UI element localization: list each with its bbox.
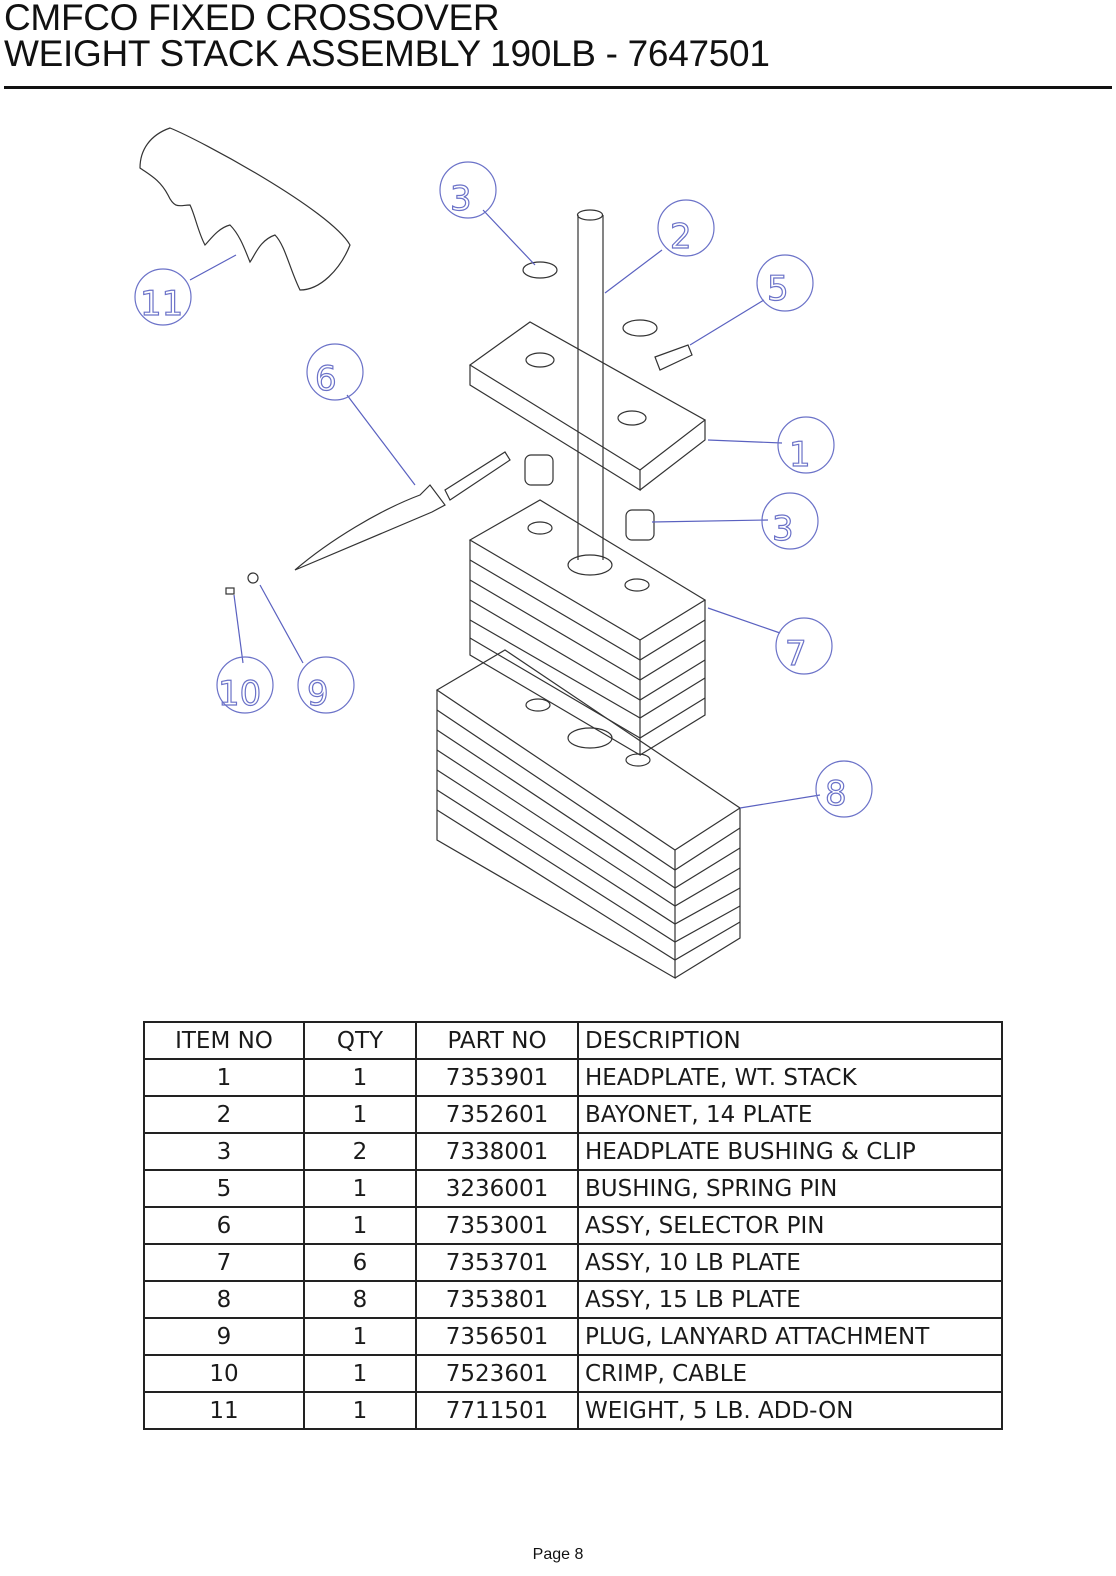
header-item-no: ITEM NO <box>143 1021 305 1060</box>
title-line-2: WEIGHT STACK ASSEMBLY 190LB - 7647501 <box>4 33 770 74</box>
cell-item: 7 <box>143 1243 305 1282</box>
cell-part: 7523601 <box>415 1354 579 1393</box>
cell-qty: 1 <box>303 1206 417 1245</box>
cell-desc: ASSY, 15 LB PLATE <box>577 1280 1003 1319</box>
cell-desc: WEIGHT, 5 LB. ADD-ON <box>577 1391 1003 1430</box>
callout-leaders <box>189 209 821 809</box>
callout-1: 1 <box>789 435 811 475</box>
cell-part: 7353001 <box>415 1206 579 1245</box>
cell-desc: BUSHING, SPRING PIN <box>577 1169 1003 1208</box>
cell-item: 9 <box>143 1317 305 1356</box>
callout-7: 7 <box>785 634 807 674</box>
callout-3-top: 3 <box>450 179 472 219</box>
cell-qty: 1 <box>303 1317 417 1356</box>
callout-11: 11 <box>140 284 183 324</box>
callout-3-bottom: 3 <box>772 509 794 549</box>
cell-item: 11 <box>143 1391 305 1430</box>
callout-5: 5 <box>767 269 789 309</box>
document-title: CMFCO FIXED CROSSOVER WEIGHT STACK ASSEM… <box>4 0 770 72</box>
cell-part: 7353701 <box>415 1243 579 1282</box>
cell-desc: PLUG, LANYARD ATTACHMENT <box>577 1317 1003 1356</box>
cell-desc: CRIMP, CABLE <box>577 1354 1003 1393</box>
cell-desc: ASSY, 10 LB PLATE <box>577 1243 1003 1282</box>
callout-8: 8 <box>825 774 847 814</box>
title-underline <box>4 86 1112 89</box>
page-number: Page 8 <box>532 1546 584 1563</box>
cell-part: 7352601 <box>415 1095 579 1134</box>
cell-part: 7353901 <box>415 1058 579 1097</box>
title-line-1: CMFCO FIXED CROSSOVER <box>4 0 500 38</box>
cell-part: 7711501 <box>415 1391 579 1430</box>
cell-item: 1 <box>143 1058 305 1097</box>
cell-qty: 8 <box>303 1280 417 1319</box>
callout-circles <box>134 161 873 818</box>
cell-qty: 6 <box>303 1243 417 1282</box>
cell-item: 10 <box>143 1354 305 1393</box>
exploded-assembly-diagram: 3 2 5 6 1 3 7 8 9 10 11 <box>134 127 873 980</box>
header-description: DESCRIPTION <box>577 1021 1003 1060</box>
cell-item: 2 <box>143 1095 305 1134</box>
cell-item: 8 <box>143 1280 305 1319</box>
callout-10: 10 <box>218 674 261 714</box>
cell-qty: 1 <box>303 1095 417 1134</box>
cell-item: 3 <box>143 1132 305 1171</box>
cell-item: 5 <box>143 1169 305 1208</box>
table-header-row: ITEM NO QTY PART NO DESCRIPTION <box>143 1021 1003 1060</box>
callout-9: 9 <box>307 674 329 714</box>
cell-desc: BAYONET, 14 PLATE <box>577 1095 1003 1134</box>
header-qty: QTY <box>303 1021 417 1060</box>
cell-desc: ASSY, SELECTOR PIN <box>577 1206 1003 1245</box>
callout-labels: 3 2 5 6 1 3 7 8 9 10 11 <box>139 178 847 814</box>
cell-qty: 1 <box>303 1058 417 1097</box>
cell-part: 7338001 <box>415 1132 579 1171</box>
cell-qty: 1 <box>303 1391 417 1430</box>
cell-desc: HEADPLATE BUSHING & CLIP <box>577 1132 1003 1171</box>
diagram-linework <box>139 127 742 980</box>
cell-qty: 1 <box>303 1169 417 1208</box>
cell-part: 3236001 <box>415 1169 579 1208</box>
callout-2: 2 <box>670 217 692 257</box>
callout-6: 6 <box>315 359 337 399</box>
cell-part: 7356501 <box>415 1317 579 1356</box>
cell-qty: 2 <box>303 1132 417 1171</box>
header-part-no: PART NO <box>415 1021 579 1060</box>
cell-qty: 1 <box>303 1354 417 1393</box>
cell-desc: HEADPLATE, WT. STACK <box>577 1058 1003 1097</box>
cell-part: 7353801 <box>415 1280 579 1319</box>
cell-item: 6 <box>143 1206 305 1245</box>
